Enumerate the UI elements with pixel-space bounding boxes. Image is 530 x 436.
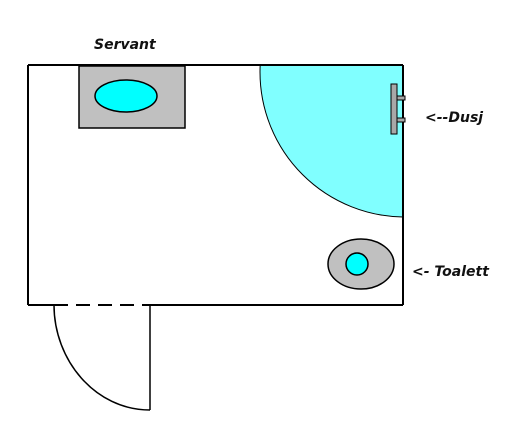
sink bbox=[78, 65, 186, 129]
sink-basin bbox=[94, 79, 158, 113]
label-toalett: <- Toalett bbox=[412, 264, 490, 280]
shower-spray-area bbox=[259, 65, 403, 218]
door-swing-arc bbox=[53, 304, 151, 411]
shower-bar bbox=[390, 83, 398, 135]
shower-bracket-bottom bbox=[396, 117, 406, 123]
shower-bracket-top bbox=[396, 95, 406, 101]
label-servant: Servant bbox=[94, 37, 157, 53]
toilet bbox=[327, 238, 395, 290]
toilet-water bbox=[345, 252, 369, 276]
shower-area bbox=[259, 65, 403, 218]
room-walls bbox=[27, 64, 404, 306]
label-dusj: <--Dusj bbox=[425, 110, 483, 126]
shower-fitting bbox=[390, 83, 406, 135]
door bbox=[53, 304, 151, 411]
